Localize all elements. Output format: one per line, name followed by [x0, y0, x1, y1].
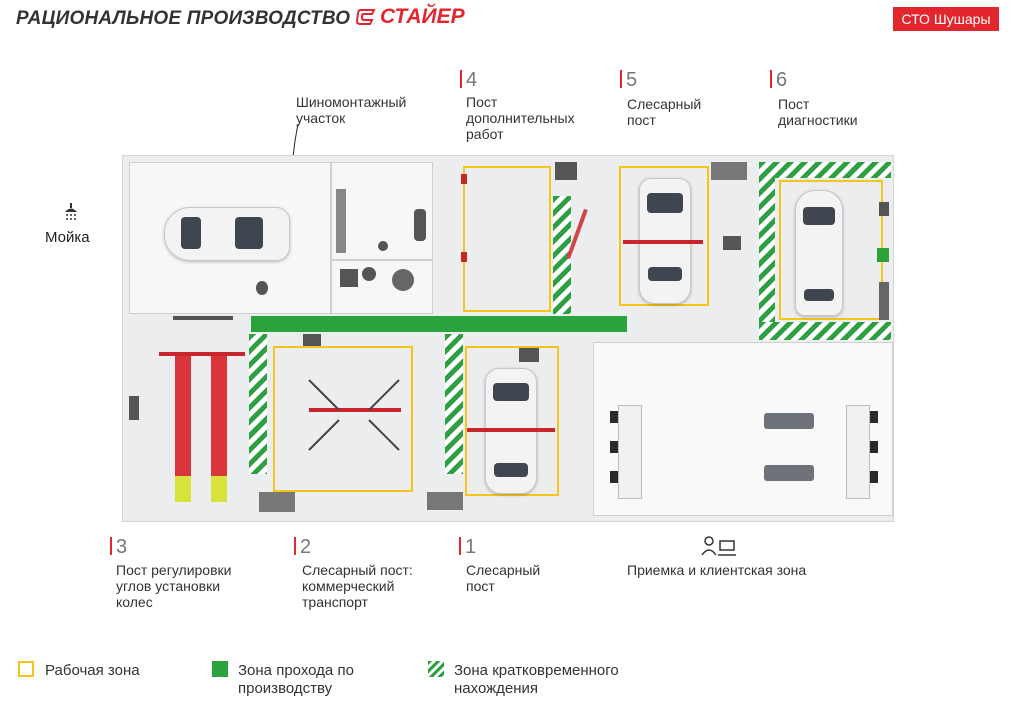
location-badge: СТО Шушары: [893, 7, 999, 31]
post3-label: Пост регулировки углов установки колес: [116, 562, 232, 610]
tire-room: [331, 260, 433, 314]
post5-lift: [623, 240, 703, 244]
car-post6: [795, 190, 843, 316]
post1-lift: [467, 428, 555, 432]
brand-name: СТАЙЕР: [380, 5, 465, 28]
reception-area: [593, 342, 893, 516]
post3-ramp-right: [211, 356, 227, 476]
legend-short-stay-swatch: [428, 661, 444, 677]
legend-walkway-swatch: [212, 661, 228, 677]
sofa-1: [764, 413, 814, 429]
wash-label: Мойка: [45, 229, 90, 246]
legend-short-stay: Зона кратковременного нахождения: [454, 662, 619, 697]
short-stay-zone-5: [249, 334, 267, 474]
reception-desk-left: [618, 405, 642, 499]
page-title: РАЦИОНАЛЬНОЕ ПРОИЗВОДСТВО: [16, 8, 351, 29]
post2-number: 2: [294, 537, 311, 557]
post1-work-zone: [465, 346, 559, 496]
short-stay-zone-6: [445, 334, 463, 474]
post1-label: Слесарный пост: [466, 562, 541, 594]
post4-work-zone: [463, 166, 551, 312]
walkway-horizontal: [251, 316, 627, 332]
legend-work-zone-swatch: [18, 661, 34, 677]
sofa-2: [764, 465, 814, 481]
wash-room: [129, 162, 331, 314]
post3-number: 3: [110, 537, 127, 557]
shower-icon: [65, 203, 77, 220]
short-stay-zone-1: [553, 196, 571, 314]
car-wash: [164, 207, 290, 261]
legend-work-zone: Рабочая зона: [45, 662, 140, 679]
reception-desk-icon: [701, 536, 736, 556]
wash-equipment: [256, 281, 268, 295]
reception-label: Приемка и клиентская зона: [627, 562, 807, 578]
post5-label: Слесарный пост: [627, 96, 702, 128]
legend-walkway: Зона прохода по производству: [238, 662, 354, 697]
post4-label: Пост дополнительных работ: [466, 94, 575, 142]
post6-label: Пост диагностики: [778, 96, 858, 128]
short-stay-zone-2: [759, 162, 891, 178]
floor-plan: [122, 155, 894, 522]
short-stay-zone-3: [759, 162, 775, 340]
post5-work-zone: [619, 166, 709, 306]
post5-number: 5: [620, 70, 637, 90]
tire-zone-label: Шиномонтажный участок: [296, 94, 407, 126]
reception-desk-right: [846, 405, 870, 499]
post2-label: Слесарный пост: коммерческий транспорт: [302, 562, 413, 610]
brand-logo-icon: [356, 9, 376, 25]
post1-number: 1: [459, 537, 476, 557]
post2-lift: [309, 408, 401, 412]
post2-work-zone: [273, 346, 413, 492]
post6-number: 6: [770, 70, 787, 90]
storage-room: [331, 162, 433, 260]
short-stay-zone-4: [759, 322, 891, 340]
post3-ramp-left: [175, 356, 191, 476]
post4-number: 4: [460, 70, 477, 90]
